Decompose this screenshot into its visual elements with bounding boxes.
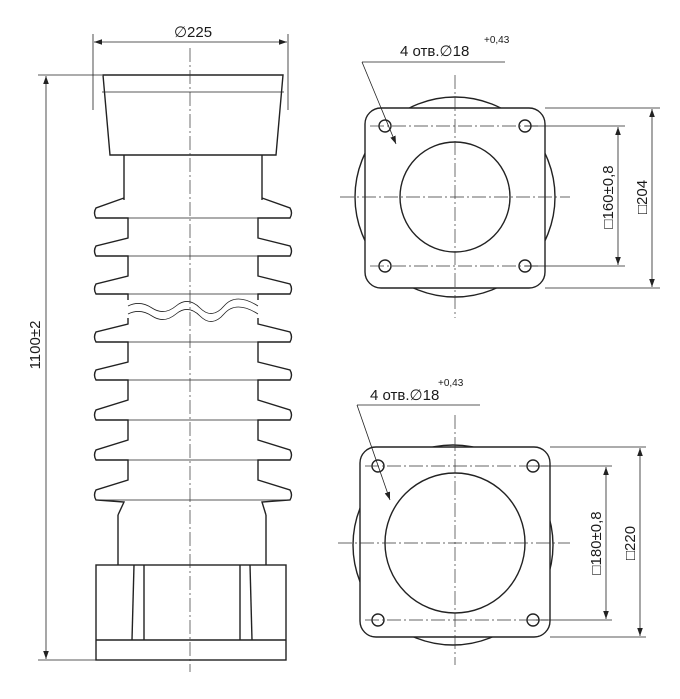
height-label: 1100±2 (27, 321, 44, 370)
top-cap (102, 74, 284, 156)
top-inner-label: □160±0,8 (600, 165, 617, 228)
side-view: ∅225 1100±2 (27, 24, 293, 672)
diameter-label: ∅225 (174, 24, 212, 41)
bottom-view: 4 отв.∅18 +0,43 □180±0,8 □220 (338, 378, 646, 665)
top-view: 4 отв.∅18 +0,43 □160±0,8 □204 (340, 35, 660, 318)
sheds (93, 197, 293, 516)
top-outer-label: □204 (634, 180, 651, 214)
bottom-outer-label: □220 (622, 526, 639, 560)
bottom-inner-label: □180±0,8 (588, 511, 605, 574)
body-column (123, 155, 263, 200)
bottom-holes-tolerance: +0,43 (438, 378, 464, 389)
top-holes-tolerance: +0,43 (484, 35, 510, 46)
bottom-base (95, 564, 287, 661)
bottom-holes-label: 4 отв.∅18 (370, 387, 439, 404)
neck (117, 515, 267, 565)
top-holes-label: 4 отв.∅18 (400, 43, 469, 60)
